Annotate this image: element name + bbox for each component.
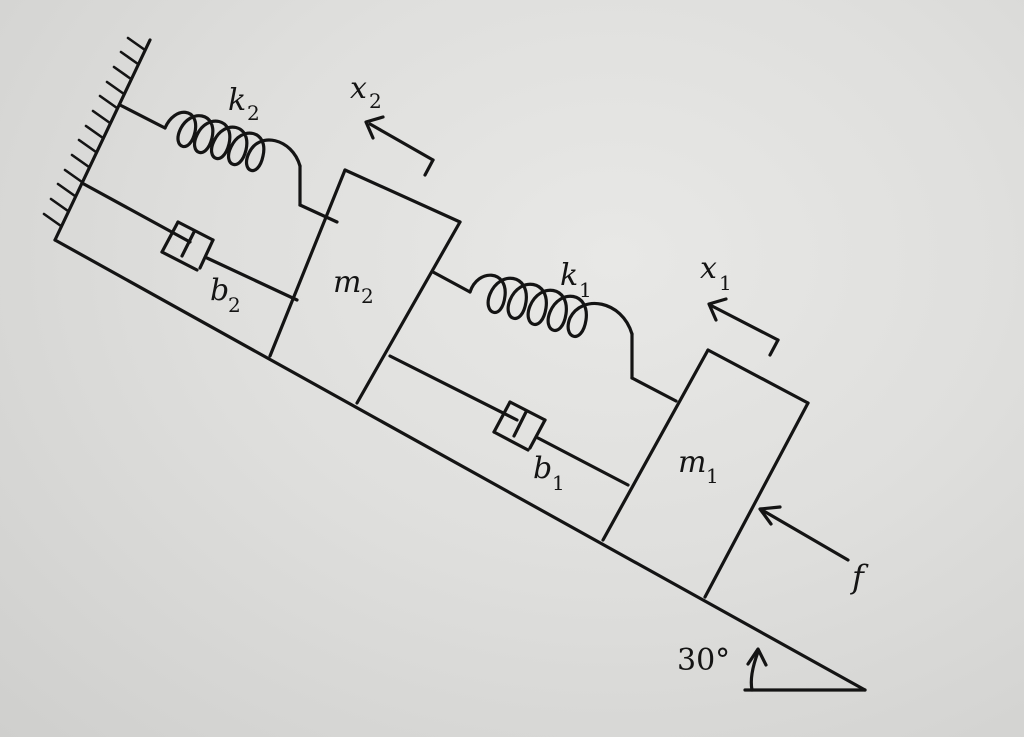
arrow-x1 [707, 297, 780, 357]
svg-text:2: 2 [247, 101, 260, 125]
wall-hatching [42, 36, 147, 228]
label-angle: 30° [677, 643, 730, 678]
svg-text:1: 1 [579, 278, 592, 302]
force-f-arrow [758, 505, 850, 562]
arrow-x2 [364, 115, 435, 177]
damper-b2 [80, 181, 299, 302]
svg-text:2: 2 [361, 284, 374, 308]
label-x1: x 1 [700, 251, 732, 295]
svg-text:m: m [333, 265, 361, 300]
label-m1: m 1 [678, 445, 719, 488]
spring-k2 [118, 103, 339, 224]
svg-text:1: 1 [552, 471, 565, 495]
label-x2: x 2 [350, 71, 382, 113]
svg-text:b: b [210, 273, 229, 308]
label-k1: k 1 [560, 258, 592, 302]
mass-m2 [268, 168, 462, 405]
mass-m1 [601, 348, 810, 599]
damper-b1 [388, 354, 630, 487]
label-k2: k 2 [228, 83, 260, 125]
svg-text:x: x [350, 71, 367, 106]
svg-text:1: 1 [719, 271, 732, 295]
label-b1: b 1 [533, 451, 565, 495]
svg-text:b: b [533, 451, 552, 486]
angle-indicator [746, 647, 768, 692]
fixed-wall [42, 36, 152, 242]
svg-text:2: 2 [369, 89, 382, 113]
label-f: f [850, 558, 869, 596]
inclined-plane [53, 238, 867, 692]
spring-k1 [431, 270, 678, 403]
svg-text:k: k [560, 258, 578, 293]
svg-text:k: k [228, 83, 246, 118]
svg-text:m: m [678, 445, 706, 480]
svg-text:1: 1 [706, 464, 719, 488]
svg-text:x: x [700, 251, 717, 286]
svg-text:2: 2 [228, 293, 241, 317]
label-m2: m 2 [333, 265, 374, 308]
label-b2: b 2 [210, 273, 241, 317]
